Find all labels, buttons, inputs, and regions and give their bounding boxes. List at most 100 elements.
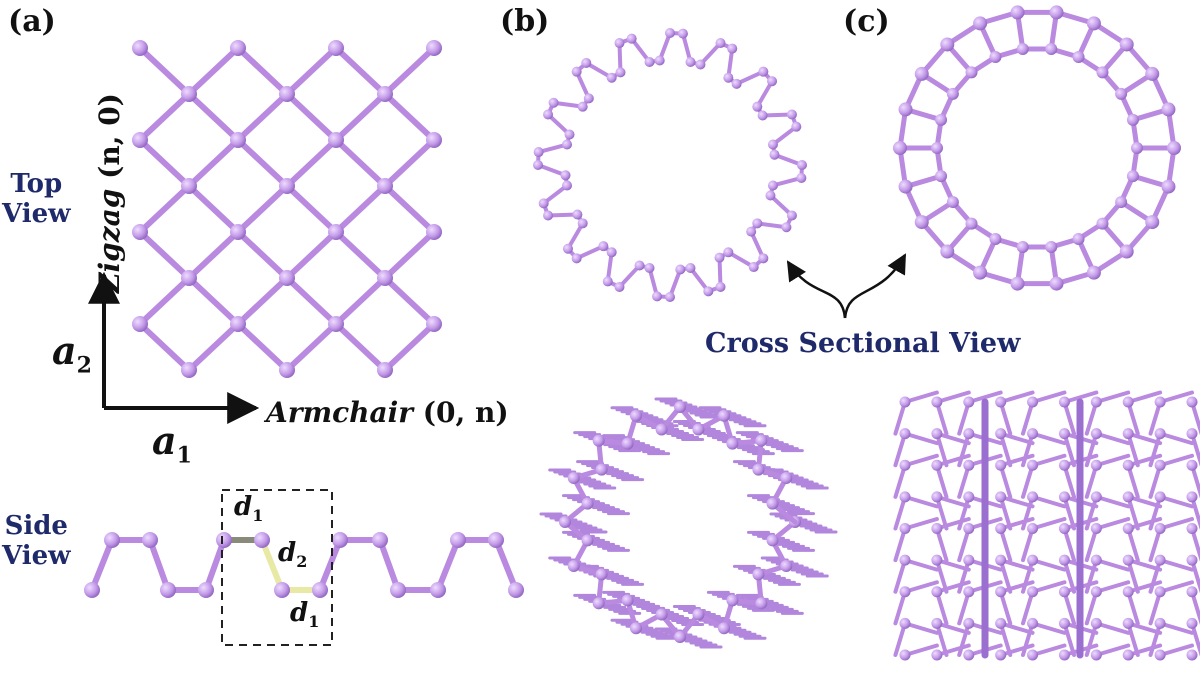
atom [1167, 141, 1181, 155]
atom [1154, 523, 1166, 534]
bond [903, 621, 939, 635]
atom [914, 215, 929, 230]
atom [703, 286, 714, 297]
atom [572, 209, 583, 220]
atom [1090, 428, 1102, 440]
bond [1030, 453, 1067, 468]
bond [1126, 431, 1140, 468]
bond [903, 390, 939, 404]
atom [963, 554, 975, 566]
atom [426, 40, 442, 56]
atom [598, 241, 609, 252]
atom [577, 101, 588, 112]
atom [940, 37, 955, 52]
atom [989, 51, 1002, 64]
atom [685, 262, 696, 273]
atom [644, 57, 655, 68]
atom [1126, 113, 1139, 126]
atom [571, 66, 582, 77]
bond [137, 321, 192, 373]
atom [1161, 179, 1176, 194]
nanotube-b-side-view [539, 397, 838, 649]
bond [1126, 558, 1140, 594]
bond [1062, 589, 1077, 626]
bond [333, 275, 388, 327]
atom [1122, 396, 1134, 408]
side-view-label: Side View [2, 511, 71, 571]
atom [1086, 265, 1101, 280]
atom [181, 178, 197, 194]
bond [1094, 643, 1131, 657]
atom [767, 180, 778, 191]
atom [1119, 244, 1134, 259]
bond [934, 580, 971, 594]
atom [1115, 87, 1128, 100]
bond [1084, 526, 1099, 563]
bond [1126, 400, 1140, 436]
atom [767, 76, 778, 87]
bond [235, 137, 290, 189]
atom [752, 101, 763, 112]
panel-label-c: (c) [843, 4, 890, 39]
atom [995, 491, 1007, 503]
atom [893, 141, 907, 155]
bond [1158, 431, 1194, 446]
bond [1094, 431, 1131, 446]
bond [1030, 643, 1067, 657]
atom [935, 113, 948, 126]
atom [718, 409, 731, 422]
atom [634, 260, 645, 271]
atom [533, 147, 544, 158]
atom [1027, 396, 1039, 408]
bond [186, 229, 241, 281]
atom [181, 362, 197, 378]
atom [644, 262, 655, 273]
bond [957, 400, 971, 436]
bond [998, 643, 1035, 657]
atom [899, 428, 911, 440]
bond [333, 183, 388, 235]
bond [998, 400, 1013, 436]
atom [1027, 491, 1039, 503]
atom [898, 179, 913, 194]
bond [382, 183, 437, 235]
a1-symbol: a [152, 418, 177, 463]
atom [723, 247, 734, 258]
atom [577, 218, 588, 229]
atom [1058, 649, 1070, 661]
atom [1122, 459, 1134, 471]
bond [186, 321, 241, 373]
atom [1122, 554, 1134, 566]
bond [934, 621, 971, 635]
atom [1154, 649, 1166, 661]
atom [752, 568, 765, 581]
atom [674, 631, 686, 643]
atom [780, 471, 793, 484]
bond [1126, 643, 1163, 657]
bond [259, 537, 285, 593]
bond [235, 321, 290, 373]
bond [1158, 621, 1194, 635]
atom [626, 33, 637, 44]
bond [998, 517, 1035, 531]
bond [235, 45, 290, 97]
atom [766, 497, 779, 510]
atom [963, 396, 975, 408]
atom [781, 222, 792, 233]
bond [998, 580, 1035, 594]
bond [1030, 621, 1067, 635]
bond [1126, 463, 1140, 499]
atom [1122, 428, 1134, 440]
atom [328, 316, 344, 332]
bond [934, 621, 949, 657]
atom [488, 532, 504, 548]
atom [963, 459, 975, 471]
bond [934, 643, 971, 657]
atom [1045, 240, 1058, 253]
bond [1148, 526, 1163, 563]
atom [132, 132, 148, 148]
bond [1148, 463, 1163, 499]
atom [995, 617, 1007, 629]
atom [377, 362, 393, 378]
atom [1058, 523, 1070, 534]
